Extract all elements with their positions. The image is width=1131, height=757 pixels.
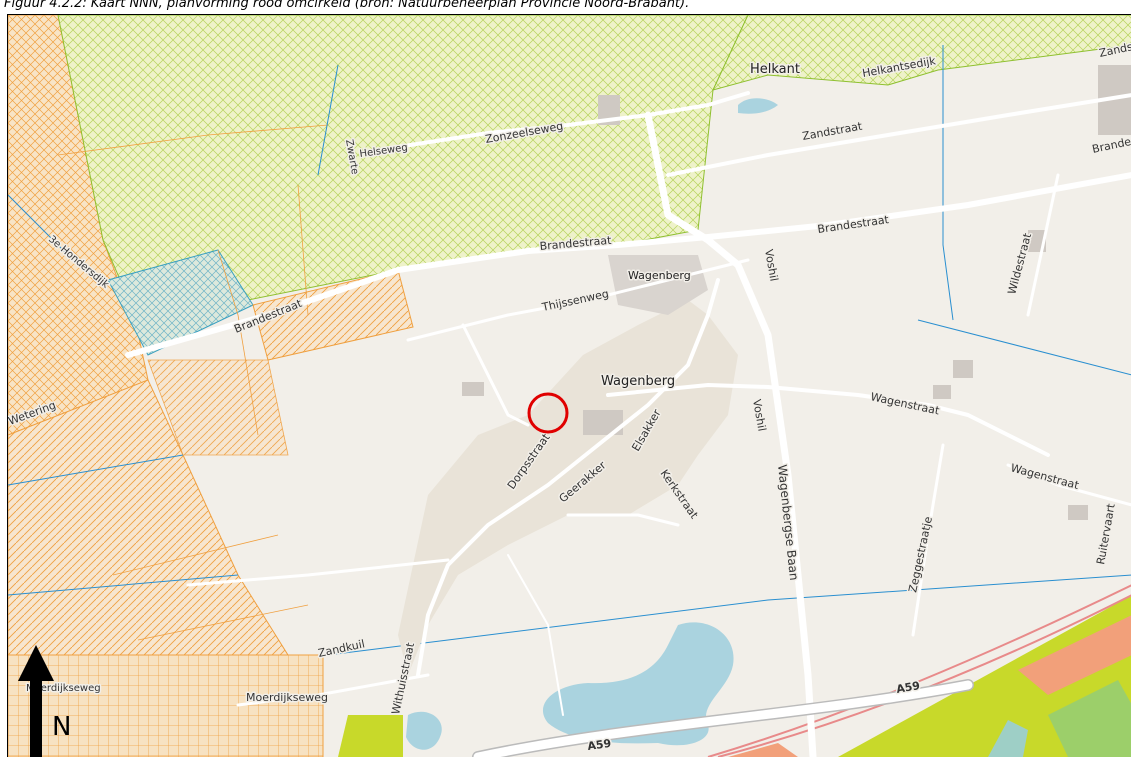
- north-arrow: N: [18, 645, 71, 757]
- nnn-orange-area-center: [252, 269, 414, 361]
- canal-helkant: [738, 98, 778, 114]
- land-use-bottom-right: [338, 595, 1131, 757]
- road-label-a59-east: A59: [895, 679, 921, 696]
- pond: [406, 711, 442, 750]
- water-bodies: [406, 98, 778, 750]
- boundary-lines: [8, 45, 1131, 656]
- map-canvas[interactable]: Zands Helkantsedijk Zandstraat Brandes B…: [8, 15, 1131, 757]
- road-label-a59-west: A59: [587, 737, 612, 753]
- place-labels: Helkant Wagenberg Wagenberg: [600, 61, 802, 391]
- figure-caption: Figuur 4.2.2: Kaart NNN, planvorming roo…: [4, 0, 690, 11]
- roads: [125, 91, 1131, 757]
- nnn-areas: [8, 15, 1131, 757]
- nnn-orange-grid-area: [8, 654, 324, 757]
- built-up-area: [398, 65, 1131, 675]
- parcel-lines: [57, 124, 329, 641]
- street-label-moerdijkseweg: Moerdijkseweg: [26, 683, 101, 694]
- north-arrow-icon: [18, 645, 54, 757]
- nnn-green-area-north: [712, 15, 1131, 91]
- place-label-wagenberg: Wagenberg: [601, 374, 675, 389]
- map-frame[interactable]: Zands Helkantsedijk Zandstraat Brandes B…: [7, 14, 1131, 757]
- lake: [542, 622, 734, 746]
- north-label: N: [52, 712, 71, 742]
- highway-a59: [472, 679, 974, 757]
- place-label-wagenberg-north: Wagenberg: [628, 269, 691, 282]
- place-label-helkant: Helkant: [750, 62, 800, 77]
- street-label-moerdijkseweg-2: Moerdijkseweg: [246, 691, 328, 704]
- plan-location-marker: [527, 392, 569, 434]
- nnn-orange-area-mid: [147, 359, 289, 456]
